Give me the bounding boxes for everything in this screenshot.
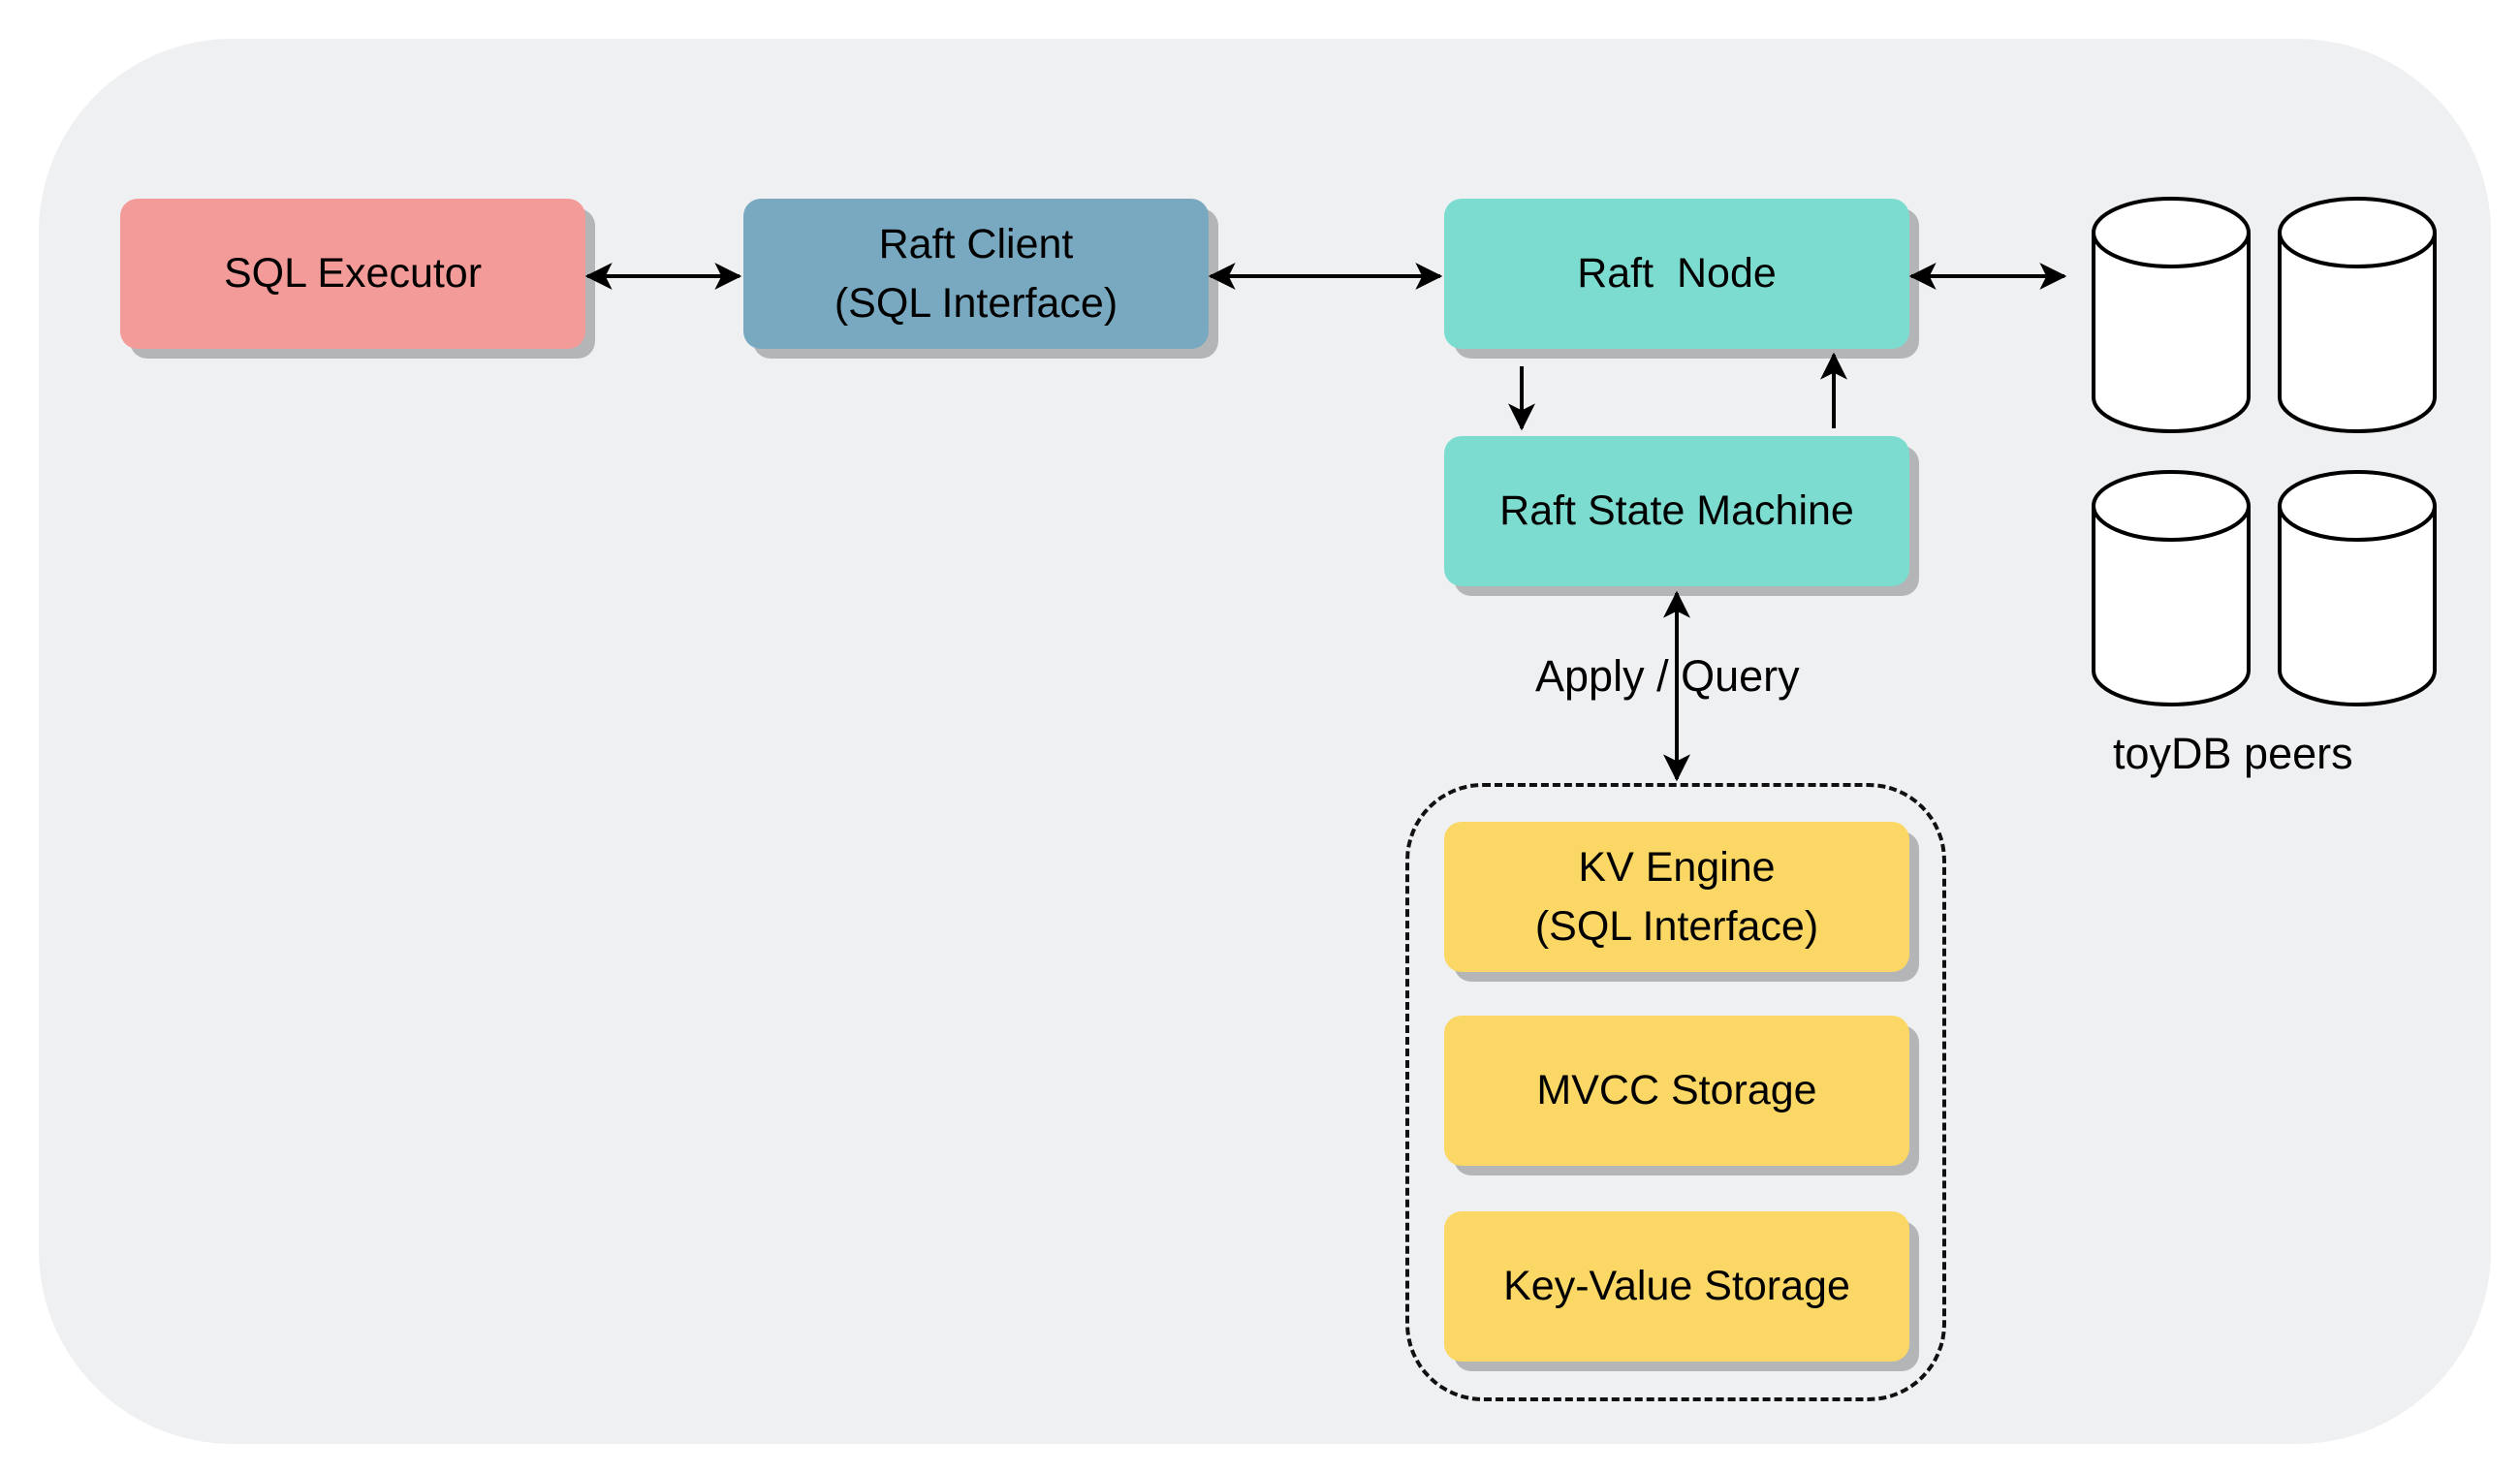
mvcc-storage-node: MVCC Storage: [1444, 1016, 1909, 1166]
raft-state-machine-node: Raft State Machine: [1444, 436, 1909, 586]
raft-node: Raft Node: [1444, 199, 1909, 349]
key-value-storage-label: Key-Value Storage: [1503, 1263, 1850, 1310]
toydb-peers-label: toyDB peers: [2113, 729, 2353, 778]
raft-client-label-line2: (SQL Interface): [834, 279, 1118, 327]
storage-group-border: [1405, 783, 1946, 1401]
peer-database-icon: [2092, 197, 2251, 433]
sql-executor-node: SQL Executor: [120, 199, 585, 349]
kv-engine-label-line2: (SQL Interface): [1534, 902, 1819, 950]
mvcc-storage-label: MVCC Storage: [1536, 1067, 1817, 1114]
peer-database-icon: [2278, 197, 2437, 433]
key-value-storage-node: Key-Value Storage: [1444, 1211, 1909, 1362]
raft-node-label: Raft Node: [1577, 250, 1777, 298]
peer-database-icon: [2278, 470, 2437, 706]
raft-state-machine-label: Raft State Machine: [1499, 487, 1854, 535]
raft-client-label-line1: Raft Client: [878, 221, 1074, 268]
kv-engine-node: KV Engine (SQL Interface): [1444, 822, 1909, 972]
apply-query-label: Apply / Query: [1535, 651, 1800, 701]
sql-executor-label: SQL Executor: [223, 250, 483, 298]
peer-database-icon: [2092, 470, 2251, 706]
raft-client-node: Raft Client (SQL Interface): [743, 199, 1209, 349]
kv-engine-label-line1: KV Engine: [1578, 844, 1776, 892]
